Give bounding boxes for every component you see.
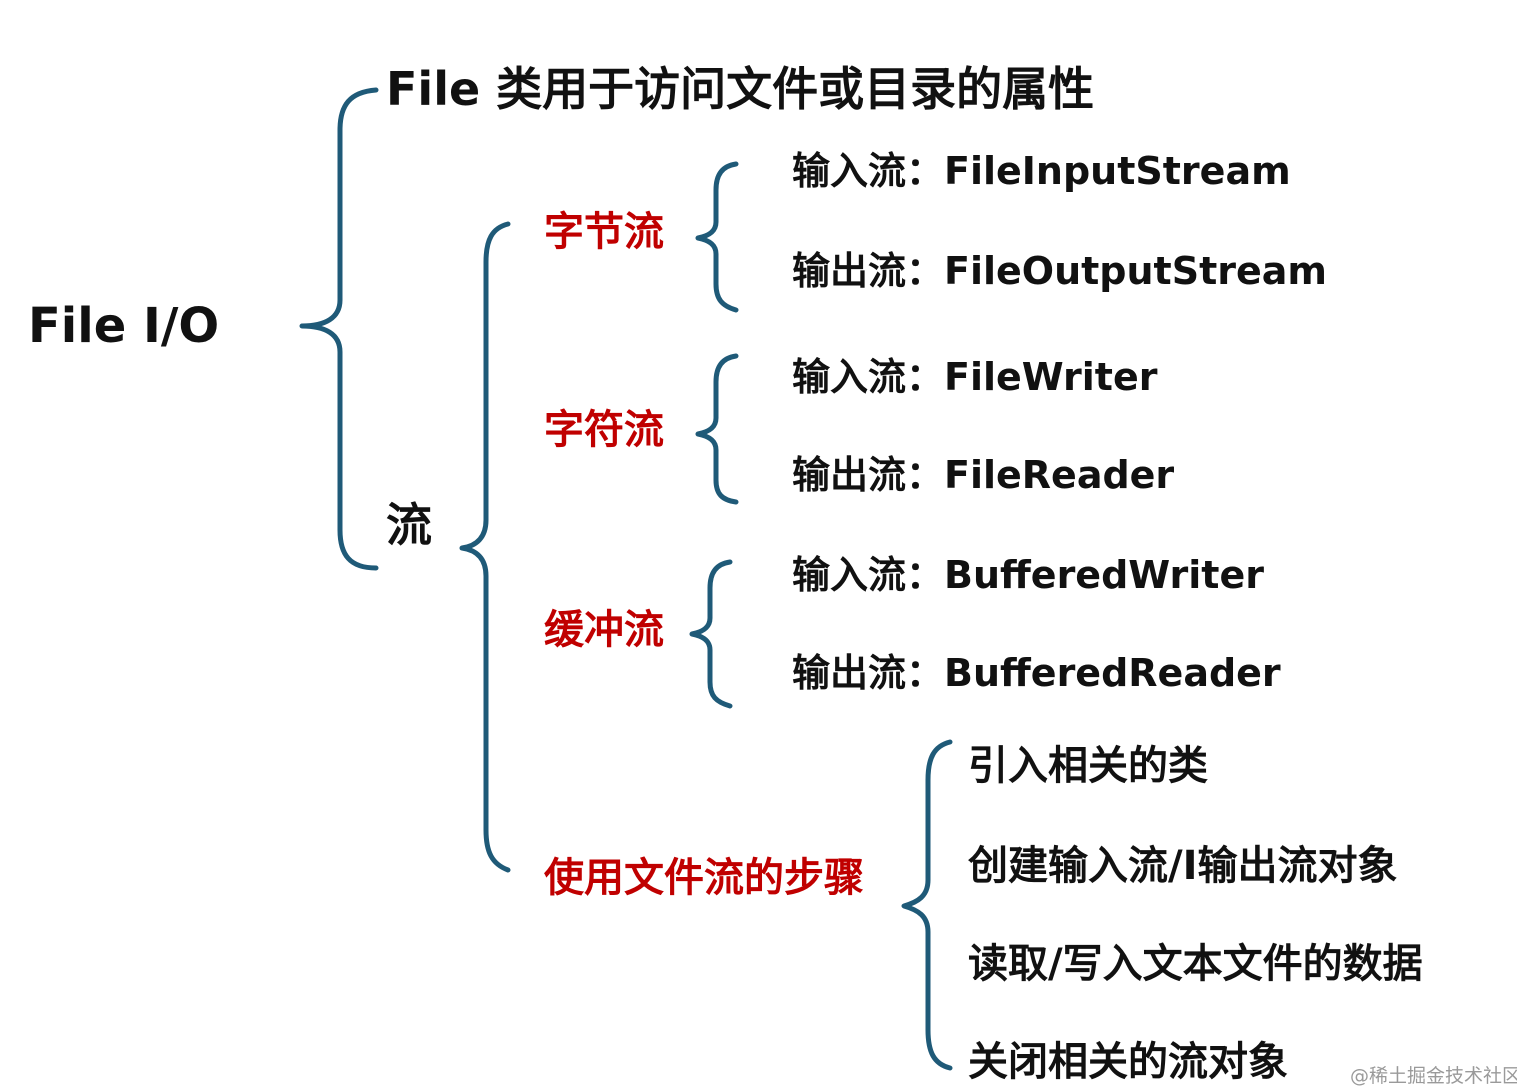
char-stream-output: 输出流：FileReader [792, 453, 1175, 497]
step-item-1: 引入相关的类 [968, 743, 1208, 789]
byte-stream-brace [695, 161, 739, 313]
buffer-stream-brace [689, 559, 733, 709]
watermark: @稀土掘金技术社区 [1350, 1065, 1517, 1087]
file-class-branch: File 类用于访问文件或目录的属性 [386, 62, 1095, 116]
buffer-stream-label: 缓冲流 [544, 607, 664, 653]
stream-branch: 流 [386, 498, 432, 552]
stream-brace [459, 221, 511, 873]
steps-brace [901, 739, 953, 1071]
buffer-stream-output: 输出流：BufferedReader [792, 651, 1281, 695]
char-stream-brace [695, 353, 739, 505]
steps-label: 使用文件流的步骤 [544, 855, 864, 901]
step-item-2: 创建输入流/I输出流对象 [968, 843, 1398, 889]
byte-stream-input: 输入流：FileInputStream [792, 149, 1291, 193]
step-item-4: 关闭相关的流对象 [968, 1039, 1288, 1085]
byte-stream-output: 输出流：FileOutputStream [792, 249, 1328, 293]
root-brace [299, 87, 379, 571]
char-stream-input: 输入流：FileWriter [792, 355, 1158, 399]
root-label: File I/O [28, 298, 220, 354]
byte-stream-label: 字节流 [544, 209, 664, 255]
char-stream-label: 字符流 [544, 407, 664, 453]
buffer-stream-input: 输入流：BufferedWriter [792, 553, 1264, 597]
step-item-3: 读取/写入文本文件的数据 [968, 941, 1423, 987]
